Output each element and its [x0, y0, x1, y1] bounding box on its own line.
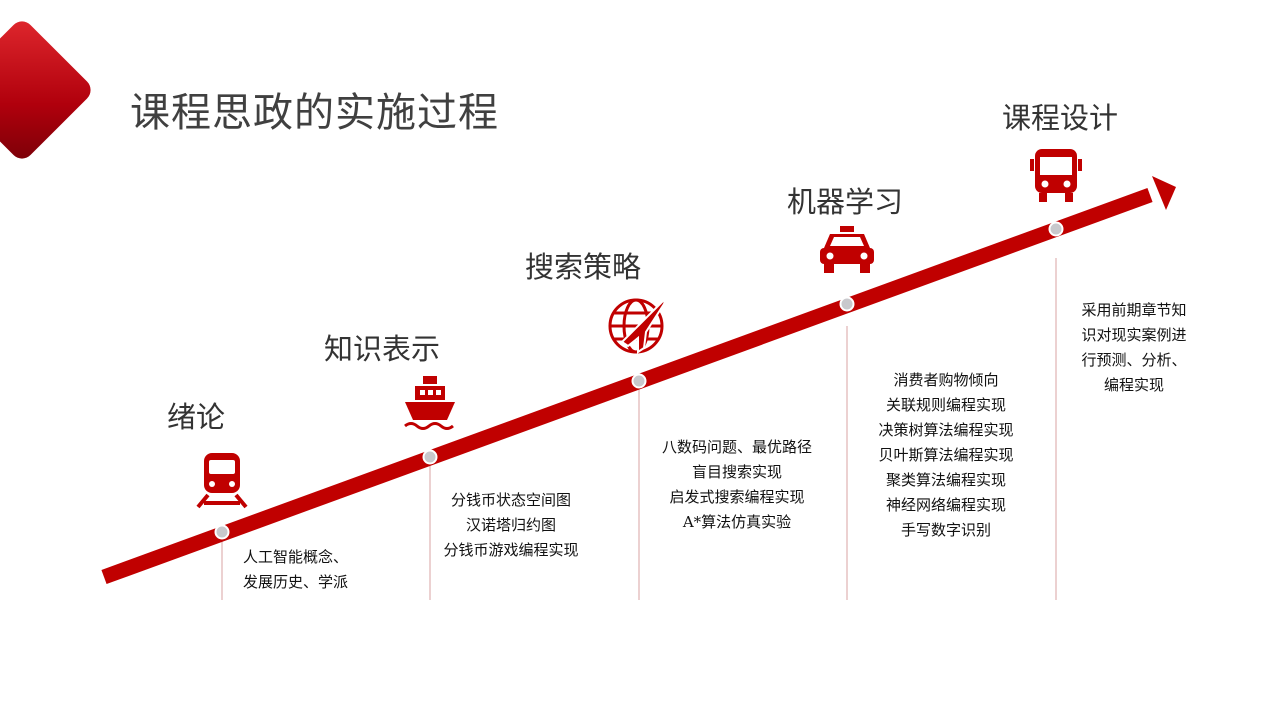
globe-plane-icon — [608, 297, 667, 354]
ship-icon — [404, 376, 455, 430]
description-line: 发展历史、学派 — [243, 573, 349, 591]
timeline-arrow-shaft — [101, 187, 1153, 585]
stage-label: 搜索策略 — [524, 250, 642, 284]
description-line: 分钱币状态空间图 — [450, 491, 572, 509]
taxi-icon — [820, 226, 874, 273]
description-line: 贝叶斯算法编程实现 — [878, 446, 1014, 464]
stage-description: 消费者购物倾向 关联规则编程实现 决策树算法编程实现 贝叶斯算法编程实现 聚类算… — [878, 368, 1013, 543]
stage-description: 八数码问题、最优路径 盲目搜索实现 启发式搜索编程实现 A*算法仿真实验 — [662, 435, 812, 535]
timeline-dot — [1048, 221, 1064, 237]
train-icon — [196, 453, 248, 509]
timeline-dot — [631, 373, 647, 389]
description-line: 编程实现 — [1103, 376, 1165, 394]
timeline-dot — [839, 296, 855, 312]
description-line: 人工智能概念、 — [243, 548, 349, 566]
stage-label: 绪论 — [166, 400, 226, 434]
stage-description: 人工智能概念、 发展历史、学派 — [243, 545, 348, 595]
stage-label: 知识表示 — [323, 332, 441, 366]
description-line: 决策树算法编程实现 — [878, 421, 1014, 439]
description-line: 启发式搜索编程实现 — [669, 488, 805, 506]
description-line: 盲目搜索实现 — [691, 463, 783, 481]
description-line: 行预测、分析、 — [1081, 351, 1187, 369]
stage-label: 机器学习 — [786, 185, 904, 219]
stage-description: 采用前期章节知 识对现实案例进 行预测、分析、 编程实现 — [1081, 298, 1186, 398]
description-line: 神经网络编程实现 — [885, 496, 1007, 514]
description-line: 消费者购物倾向 — [893, 371, 999, 389]
description-line: 八数码问题、最优路径 — [661, 438, 813, 456]
description-line: A*算法仿真实验 — [682, 513, 792, 531]
timeline-dot — [422, 449, 438, 465]
description-line: 汉诺塔归约图 — [465, 516, 557, 534]
page-title: 课程思政的实施过程 — [130, 90, 499, 136]
stage-description: 分钱币状态空间图 汉诺塔归约图 分钱币游戏编程实现 — [443, 488, 578, 563]
description-line: 关联规则编程实现 — [885, 396, 1007, 414]
description-line: 采用前期章节知 — [1081, 301, 1187, 319]
description-line: 手写数字识别 — [900, 521, 992, 539]
description-line: 分钱币游戏编程实现 — [443, 541, 579, 559]
timeline-arrow-head — [1152, 176, 1176, 210]
timeline-dot — [214, 524, 230, 540]
description-line: 识对现实案例进 — [1081, 326, 1187, 344]
bus-icon — [1030, 149, 1082, 202]
description-line: 聚类算法编程实现 — [885, 471, 1007, 489]
stage-label: 课程设计 — [1001, 101, 1119, 135]
